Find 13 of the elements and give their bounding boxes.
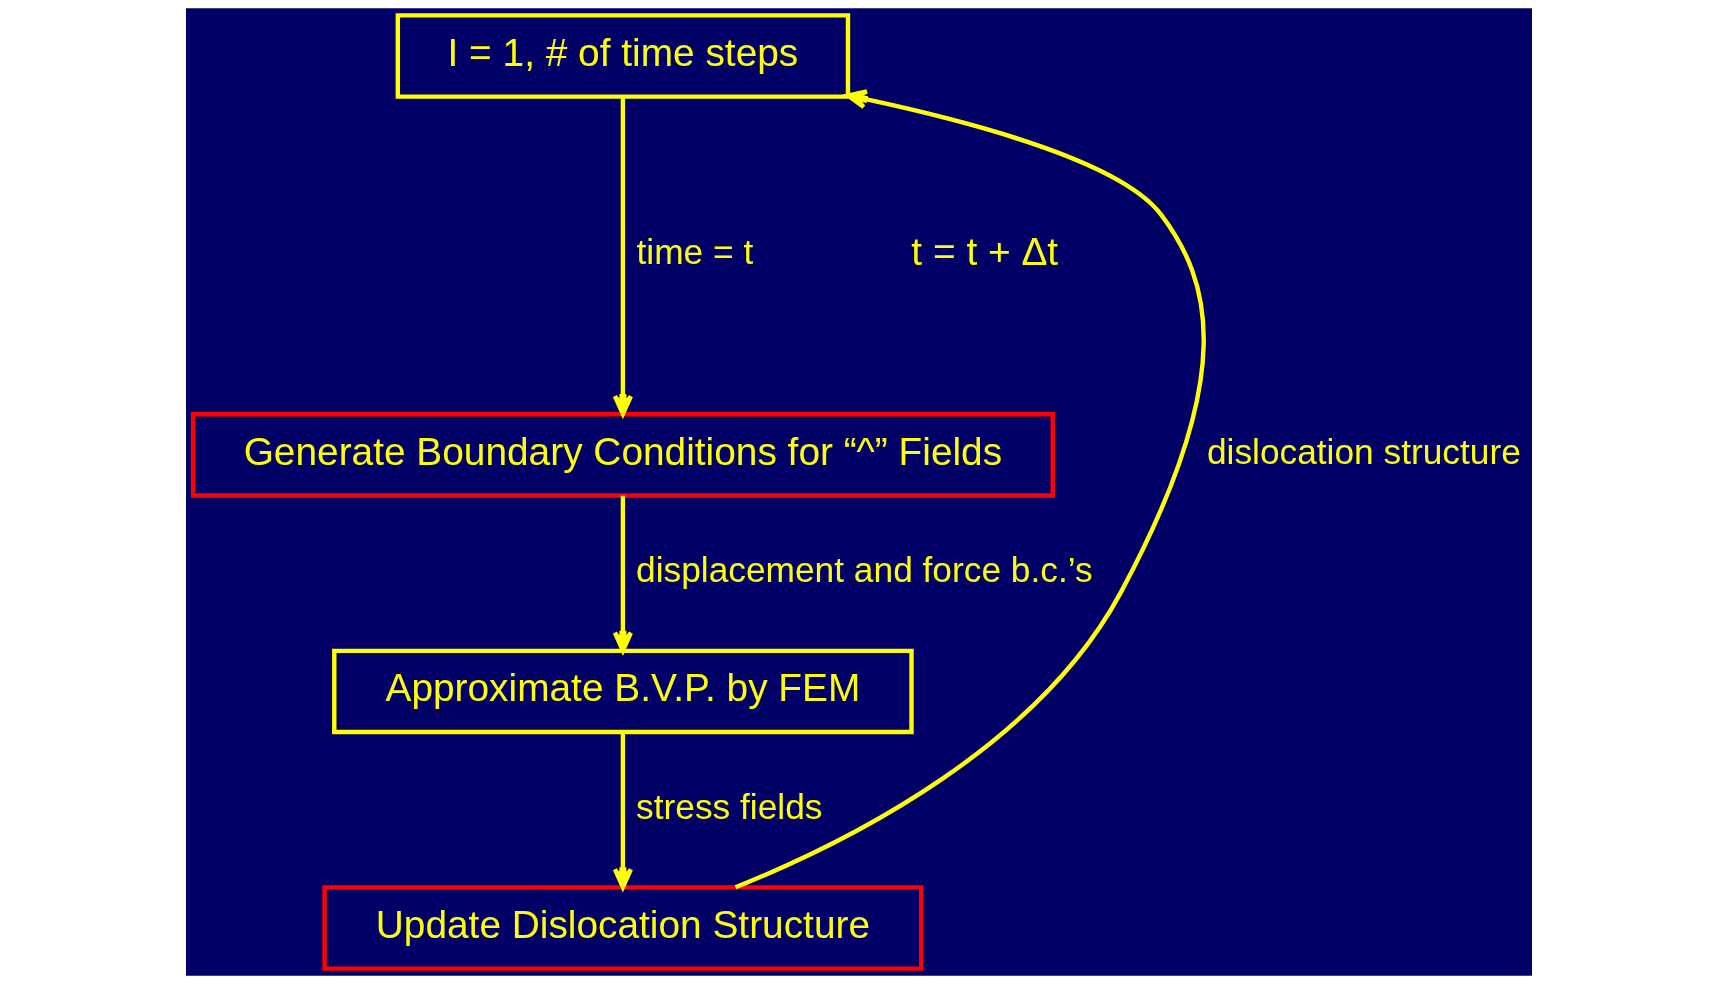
node-box: Generate Boundary Conditions for “^” Fields [190, 412, 1055, 498]
edge-label: time = t [636, 232, 753, 272]
arrow [612, 732, 633, 890]
arrow [734, 89, 1206, 890]
node-box: Approximate B.V.P. by FEM [331, 648, 914, 735]
label: t = t + Δt [910, 230, 1058, 274]
edge-label: displacement and force b.c.’s [635, 550, 1093, 590]
edge-label: dislocation structure [1206, 431, 1521, 471]
edge-label: stress fields [635, 786, 822, 826]
node-box: Update Dislocation Structure [321, 885, 923, 971]
arrow [612, 495, 633, 653]
node-box: I = 1, # of time steps [395, 13, 850, 99]
arrow [612, 97, 633, 417]
